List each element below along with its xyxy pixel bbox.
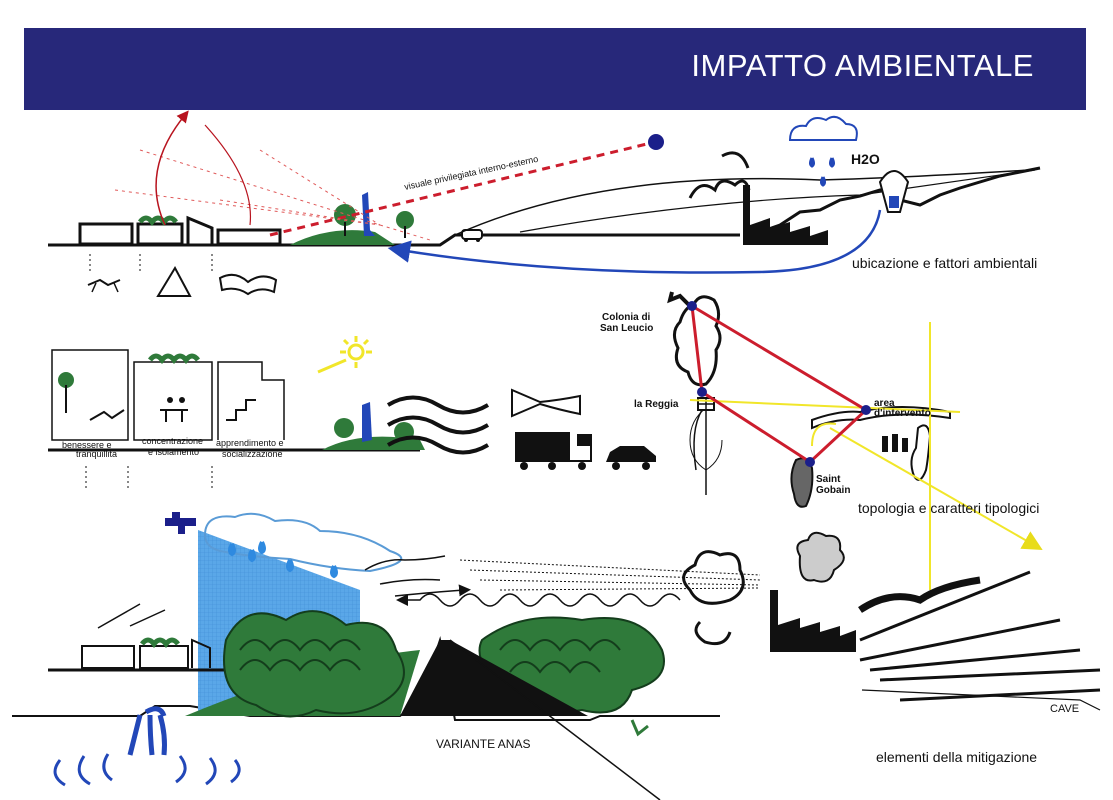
smoke-cloud [682, 550, 745, 646]
car-icon [461, 229, 483, 240]
factory-icon [743, 185, 828, 245]
water-ripples [53, 753, 241, 787]
blue-screen [362, 192, 375, 236]
sun-icon [317, 336, 372, 374]
svg-text:apprendimento e: apprendimento e [216, 438, 284, 448]
building-3 [186, 215, 214, 244]
svg-text:area: area [874, 398, 895, 409]
rain-cloud-icon [788, 115, 858, 141]
svg-text:benessere e: benessere e [62, 440, 112, 450]
svg-text:e isolamento: e isolamento [148, 447, 199, 457]
svg-text:concentrazione: concentrazione [142, 436, 203, 446]
faucet-icon [165, 518, 196, 534]
sun-arc-arrow [155, 110, 189, 226]
svg-text:Saint: Saint [816, 474, 841, 485]
node-saint-gobain [805, 457, 815, 467]
yellow-arrow [829, 427, 1043, 550]
section-ubicazione: visuale privilegiata interno-esterno H2O… [48, 110, 1041, 297]
vegetation-barrier [223, 610, 405, 718]
section-benessere: benessere e tranquillità concentrazione … [48, 336, 656, 490]
svg-text:San Leucio: San Leucio [600, 323, 653, 334]
truck-icon [515, 432, 592, 462]
building-1 [78, 222, 134, 246]
wind-arrow [364, 555, 465, 596]
water-tank-icon [878, 170, 910, 213]
page-title: IMPATTO AMBIENTALE [691, 48, 1034, 83]
smoke-puff [796, 531, 845, 583]
area-outline [811, 406, 951, 430]
green-roof-2 [148, 353, 200, 365]
quarry-terraces [859, 570, 1101, 702]
view-line [269, 140, 656, 237]
road-embankment [400, 640, 588, 716]
building-2 [136, 222, 184, 246]
reggia-road [693, 409, 707, 495]
caption-topologia: topologia e caratteri tipologici [858, 500, 1039, 516]
tree-icon [334, 418, 354, 438]
caption-mitigazione: elementi della mitigazione [876, 749, 1037, 765]
svg-text:Colonia di: Colonia di [602, 312, 651, 323]
green-hill-1 [290, 230, 395, 245]
caption-ubicazione: ubicazione e fattori ambientali [852, 255, 1037, 271]
mist-cloud [203, 512, 403, 573]
svg-text:Gobain: Gobain [816, 485, 850, 496]
sun-dot [648, 134, 664, 150]
smoke-cloud [688, 179, 751, 199]
landscape-line [454, 169, 1031, 236]
waterfall-icon [127, 706, 167, 756]
open-book-icon [218, 273, 278, 296]
building-4 [216, 228, 282, 246]
lounge-chair-icon [87, 278, 121, 287]
room-3 [217, 361, 285, 440]
title-banner: IMPATTO AMBIENTALE [24, 28, 1086, 110]
road-label: VARIANTE ANAS [436, 737, 530, 751]
svg-text:socializzazione: socializzazione [222, 449, 283, 459]
horn-icon [511, 388, 581, 418]
section-mitigazione: VARIANTE ANAS CAVE elementi della mitiga… [12, 512, 1101, 800]
water-flow-arrow [387, 209, 882, 274]
node-colonia [687, 301, 697, 311]
noise-wave-arrow [396, 593, 681, 607]
car-icon [606, 446, 656, 462]
factory-icon [770, 590, 856, 652]
node-reggia [697, 387, 707, 397]
easel-icon [156, 265, 192, 297]
node-area [861, 405, 871, 415]
svg-text:d'intervento: d'intervento [874, 408, 931, 419]
section-topologia: Colonia di San Leucio la Reggia area d'i… [600, 291, 1043, 590]
noise-waves [386, 395, 490, 455]
tree-icon [334, 204, 356, 226]
svg-text:tranquillità: tranquillità [76, 449, 117, 459]
svg-text:la Reggia: la Reggia [634, 399, 679, 410]
quarry-label: CAVE [1050, 703, 1079, 715]
room-2 [133, 361, 213, 441]
view-label: visuale privilegiata interno-esterno [403, 154, 539, 192]
room-1 [51, 349, 129, 441]
tree-icon [396, 211, 414, 229]
green-roof-1 [138, 215, 178, 227]
h2o-label: H2O [851, 151, 880, 167]
